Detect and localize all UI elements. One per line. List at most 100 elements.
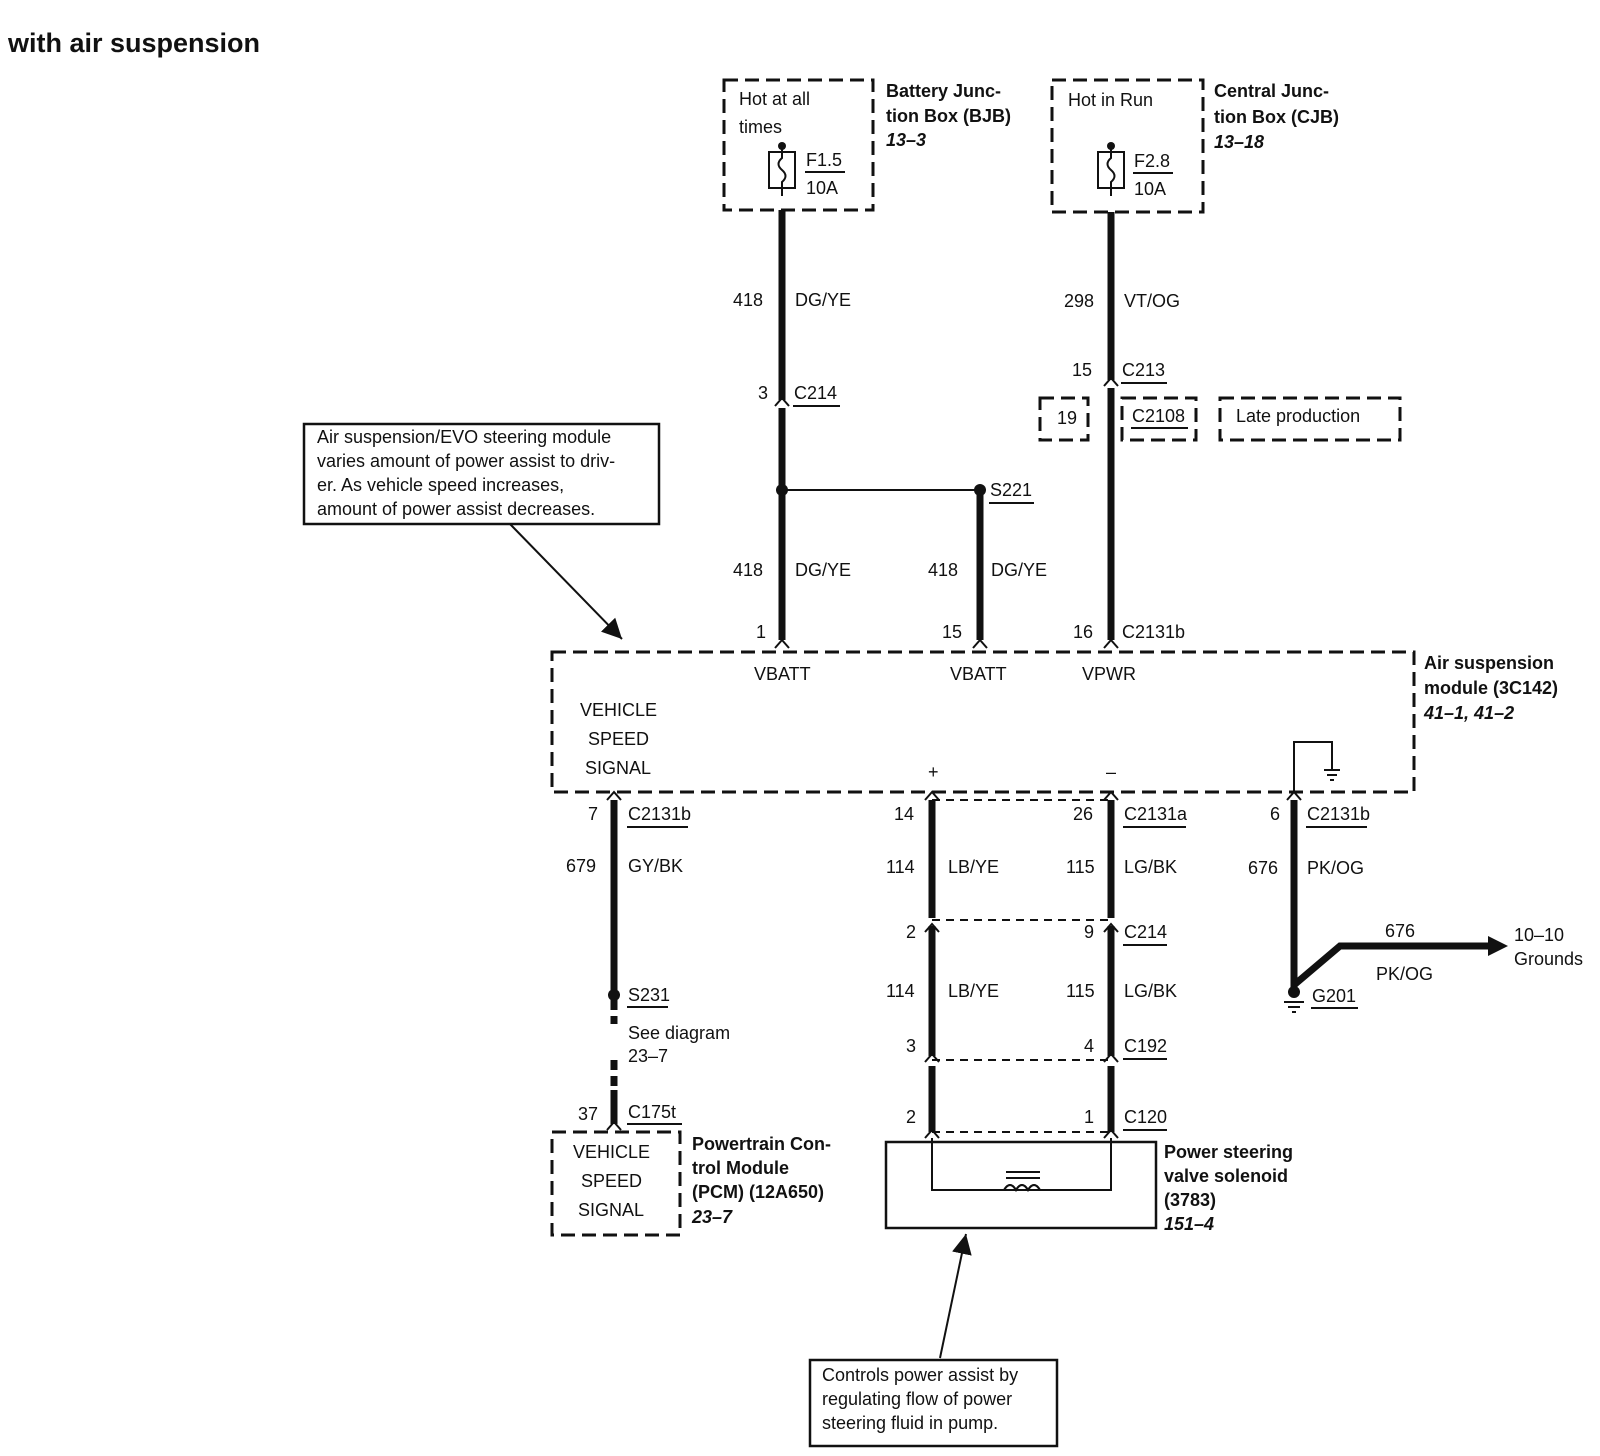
connector-pin: 4 (1084, 1036, 1094, 1056)
connector-name: C214 (794, 383, 837, 403)
air-suspension-module: VBATT VBATT VPWR VEHICLE SPEED SIGNAL + … (550, 650, 1558, 794)
ground-icon (1284, 1001, 1304, 1013)
splice-name: S231 (628, 985, 670, 1005)
wire-color: DG/YE (991, 560, 1047, 580)
wire-circuit: 114 (886, 981, 915, 1001)
module-vss-line2: SPEED (588, 729, 649, 749)
connector-name: C192 (1124, 1036, 1167, 1056)
svg-text:er. As vehicle speed increases: er. As vehicle speed increases, (317, 475, 564, 495)
connector-name: C213 (1122, 360, 1165, 380)
wire-circuit: 676 (1248, 858, 1278, 878)
connector-name: C2131b (628, 804, 691, 824)
wire-color: PK/OG (1307, 858, 1364, 878)
bjb-fuse-amps: 10A (806, 178, 838, 198)
connector-pin: 2 (906, 1107, 916, 1127)
svg-text:steering fluid in pump.: steering fluid in pump. (822, 1413, 998, 1433)
wire-circuit: 115 (1066, 857, 1095, 877)
wire-color: LG/BK (1124, 857, 1177, 877)
bjb-hot-line2: times (739, 117, 782, 137)
bjb-fuse-label: F1.5 (806, 150, 842, 170)
connector-pin: 26 (1073, 804, 1093, 824)
connector-pin: 9 (1084, 922, 1094, 942)
connector-pin: 16 (1073, 622, 1093, 642)
splice-dot (1288, 986, 1300, 998)
module-minus: – (1106, 762, 1116, 782)
note-steering-module: Air suspension/EVO steering module varie… (302, 422, 661, 526)
cjb-name-line2: tion Box (CJB) (1214, 107, 1339, 127)
connector-pin: 15 (1072, 360, 1092, 380)
splice-dot (974, 484, 986, 496)
svg-text:Air suspension/EVO steering mo: Air suspension/EVO steering module (317, 427, 611, 447)
svg-text:amount of power assist decreas: amount of power assist decreases. (317, 499, 595, 519)
wire-circuit: 114 (886, 857, 915, 877)
bjb-name-line1: Battery Junc- (886, 81, 1001, 101)
module-pin-label: VPWR (1082, 664, 1136, 684)
connector-pin: 7 (588, 804, 598, 824)
module-vss-line1: VEHICLE (580, 700, 657, 720)
power-steering-solenoid: Power steering valve solenoid (3783) 151… (884, 1138, 1293, 1234)
wire-color: LG/BK (1124, 981, 1177, 1001)
module-vss-line3: SIGNAL (585, 758, 651, 778)
solenoid-name-line3: (3783) (1164, 1190, 1216, 1210)
svg-text:regulating flow of power: regulating flow of power (822, 1389, 1012, 1409)
connector-pin: 37 (578, 1104, 598, 1124)
central-junction-box: Hot in Run F2.8 10A Central Junc- tion B… (1050, 78, 1339, 214)
svg-text:varies amount of power assist: varies amount of power assist to driv- (317, 451, 615, 471)
late-production-note: Late production (1236, 406, 1360, 426)
splice-name: S221 (990, 480, 1032, 500)
page-title: with air suspension (7, 28, 260, 58)
connector-name: C2131b (1307, 804, 1370, 824)
bjb-ref: 13–3 (886, 130, 926, 150)
connector-pin: 15 (942, 622, 962, 642)
internal-ground-icon (1293, 741, 1333, 792)
module-plus: + (928, 762, 939, 782)
connector-pin: 6 (1270, 804, 1280, 824)
connector-name: C175t (628, 1102, 676, 1122)
connector-pin: 3 (758, 383, 768, 403)
connector-pin: 19 (1057, 408, 1077, 428)
grounds-label: Grounds (1514, 949, 1583, 969)
connector-name: C120 (1124, 1107, 1167, 1127)
see-diagram: See diagram (628, 1023, 730, 1043)
connector-name: C2131b (1122, 622, 1185, 642)
connector-name: C214 (1124, 922, 1167, 942)
wire-color: GY/BK (628, 856, 683, 876)
bjb-name-line2: tion Box (BJB) (886, 106, 1011, 126)
splice-dot (776, 484, 788, 496)
pcm-name-line3: (PCM) (12A650) (692, 1182, 824, 1202)
wire-color: DG/YE (795, 290, 851, 310)
wire-circuit: 679 (566, 856, 596, 876)
wire-circuit: 115 (1066, 981, 1095, 1001)
cjb-hot: Hot in Run (1068, 90, 1153, 110)
solenoid-ref: 151–4 (1164, 1214, 1214, 1234)
note-solenoid: Controls power assist by regulating flow… (808, 1358, 1059, 1448)
pcm-vss-line2: SPEED (581, 1171, 642, 1191)
ground-name: G201 (1312, 986, 1356, 1006)
wire-color: DG/YE (795, 560, 851, 580)
note-pointer-arrow (939, 1233, 972, 1359)
cjb-fuse-amps: 10A (1134, 179, 1166, 199)
module-name-line1: Air suspension (1424, 653, 1554, 673)
wire-circuit: 676 (1385, 921, 1415, 941)
pcm-name-line2: trol Module (692, 1158, 789, 1178)
cjb-fuse-label: F2.8 (1134, 151, 1170, 171)
wire-circuit: 418 (733, 560, 763, 580)
cjb-ref: 13–18 (1214, 132, 1264, 152)
wire-color: VT/OG (1124, 291, 1180, 311)
battery-junction-box: Hot at all times F1.5 10A Battery Junc- … (722, 78, 1011, 212)
wire-color: PK/OG (1376, 964, 1433, 984)
wire-color: LB/YE (948, 981, 999, 1001)
module-pin-label: VBATT (754, 664, 811, 684)
connector-pin: 14 (894, 804, 914, 824)
grounds-ref: 10–10 (1514, 925, 1564, 945)
connector-pin: 1 (756, 622, 766, 642)
connector-name: C2131a (1124, 804, 1188, 824)
see-diagram-ref: 23–7 (628, 1046, 668, 1066)
module-name-line2: module (3C142) (1424, 678, 1558, 698)
pcm-name-line1: Powertrain Con- (692, 1134, 831, 1154)
solenoid-name-line1: Power steering (1164, 1142, 1293, 1162)
svg-text:Controls power assist by: Controls power assist by (822, 1365, 1018, 1385)
wire-circuit: 298 (1064, 291, 1094, 311)
module-ref: 41–1, 41–2 (1423, 703, 1514, 723)
